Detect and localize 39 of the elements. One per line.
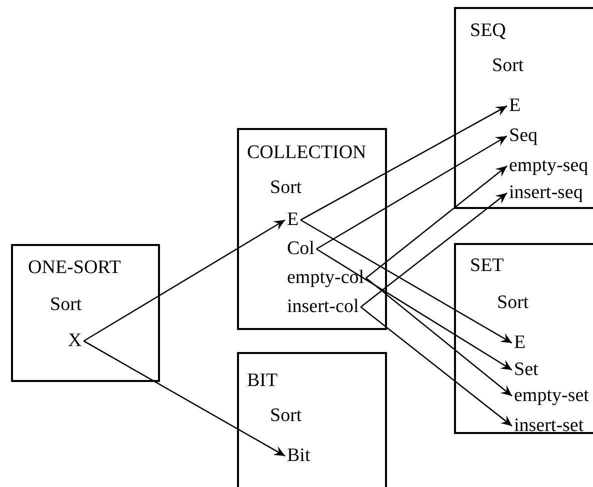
sort-item: insert-set (514, 415, 584, 437)
sort-item: E (509, 95, 521, 117)
module-box (454, 7, 593, 209)
module-box (237, 352, 387, 487)
sort-item: empty-seq (509, 155, 588, 177)
box-title: BIT (247, 370, 278, 392)
sort-item: X (68, 330, 82, 352)
sort-item: Bit (287, 445, 310, 467)
arrow (300, 105, 508, 221)
box-title: SEQ (470, 20, 506, 42)
module-box (237, 128, 387, 330)
section-label: Sort (497, 292, 529, 314)
sort-item: empty-set (514, 385, 589, 407)
arrow (300, 219, 512, 344)
section-label: Sort (270, 177, 302, 199)
arrow (83, 219, 286, 342)
arrow (83, 340, 286, 457)
module-box (11, 244, 160, 382)
sort-item: empty-col (287, 267, 364, 289)
sort-item: E (514, 332, 526, 354)
sort-item: insert-col (287, 296, 359, 318)
sort-item: insert-seq (509, 182, 583, 204)
arrow (316, 135, 508, 250)
section-label: Sort (270, 405, 302, 427)
box-title: ONE-SORT (28, 257, 121, 279)
box-title: SET (470, 255, 504, 277)
box-title: COLLECTION (247, 142, 366, 164)
arrow (366, 278, 512, 396)
module-box (454, 243, 593, 434)
arrow (316, 248, 512, 371)
sort-item: Col (287, 238, 314, 260)
sort-item: E (287, 209, 299, 231)
section-label: Sort (492, 55, 524, 77)
sort-item: Seq (509, 125, 538, 147)
arrow (360, 306, 512, 427)
arrow (360, 192, 508, 308)
section-label: Sort (50, 294, 82, 316)
arrow (366, 166, 508, 278)
sort-item: Set (514, 359, 538, 381)
